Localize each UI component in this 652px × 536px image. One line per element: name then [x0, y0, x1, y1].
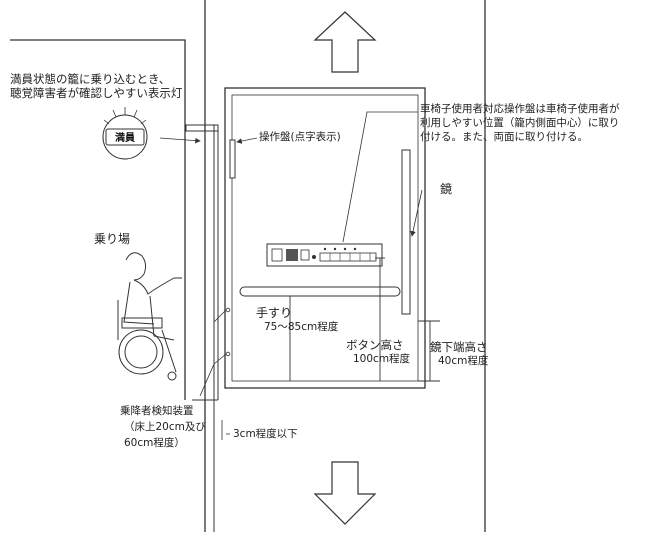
passenger-sensor-line2: （床上20cm及び: [124, 421, 206, 433]
wheelchair-panel-note-line2: 利用しやすい位置（籠内側面中心）に取り: [420, 117, 620, 129]
wheelchair-panel-note-line3: 付ける。また、両面に取り付ける。: [420, 131, 588, 143]
elevator-car-outer: [224, 87, 426, 389]
full-indicator-lamp-icon: 満員: [102, 107, 148, 160]
door-frame: [185, 124, 219, 532]
landing-label: 乗り場: [94, 232, 131, 246]
arrow-down-icon: [313, 461, 377, 525]
button-height-label: ボタン高さ: [346, 338, 404, 352]
full-badge-text: 満員: [115, 131, 135, 144]
leader-lines: [159, 111, 423, 440]
handrail-bar: [239, 286, 401, 297]
braille-control-panel: [229, 139, 236, 179]
arrow-up-icon: [313, 11, 377, 73]
wheelchair-panel-note-line1: 車椅子使用者対応操作盤は車椅子使用者が: [420, 103, 620, 115]
passenger-sensor-line1: 乗降者検知装置: [120, 405, 194, 417]
mirror-bottom-height-label: 鏡下端高さ: [430, 340, 488, 354]
wheelchair-control-panel: [266, 243, 383, 267]
mirror-panel: [401, 149, 411, 315]
handrail-height-label: 75～85cm程度: [264, 321, 339, 333]
braille-panel-label: 操作盤(点字表示): [259, 131, 341, 143]
passenger-sensor-line3: 60cm程度）: [124, 437, 185, 449]
landing-wall: [10, 39, 186, 400]
mirror-label: 鏡: [440, 182, 453, 196]
mirror-bottom-height-value: 40cm程度: [438, 355, 489, 367]
button-height-value: 100cm程度: [353, 353, 411, 365]
elevator-car-inner: [231, 94, 419, 382]
height-dimensions: [289, 257, 440, 382]
handrail-label: 手すり: [256, 306, 293, 320]
full-indicator-desc-line1: 満員状態の籠に乗り込むとき、: [10, 72, 171, 86]
gap-label: 3cm程度以下: [233, 428, 298, 440]
wheelchair-user-icon: [117, 252, 182, 381]
full-indicator-desc-line2: 聴覚障害者が確認しやすい表示灯: [10, 86, 183, 100]
